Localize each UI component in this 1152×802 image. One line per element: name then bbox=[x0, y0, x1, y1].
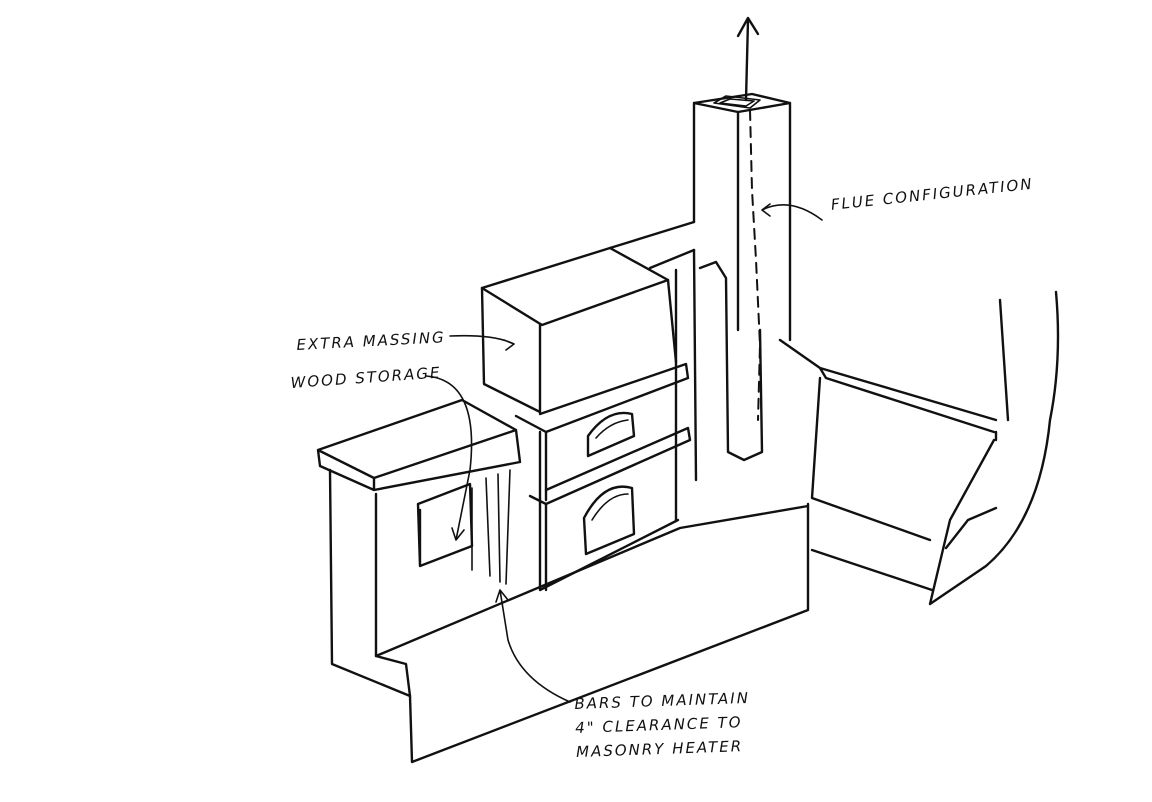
heater-body bbox=[480, 220, 764, 592]
flue-arrow bbox=[736, 16, 760, 102]
bars-clearance-label: BARS TO MAINTAIN 4" CLEARANCE TO MASONRY… bbox=[574, 686, 752, 764]
corner-wall bbox=[778, 290, 1060, 606]
chimney bbox=[692, 92, 792, 342]
oven-doors bbox=[582, 411, 636, 556]
flue-path bbox=[749, 109, 762, 421]
bench bbox=[316, 398, 810, 764]
leader-lines bbox=[425, 203, 823, 703]
